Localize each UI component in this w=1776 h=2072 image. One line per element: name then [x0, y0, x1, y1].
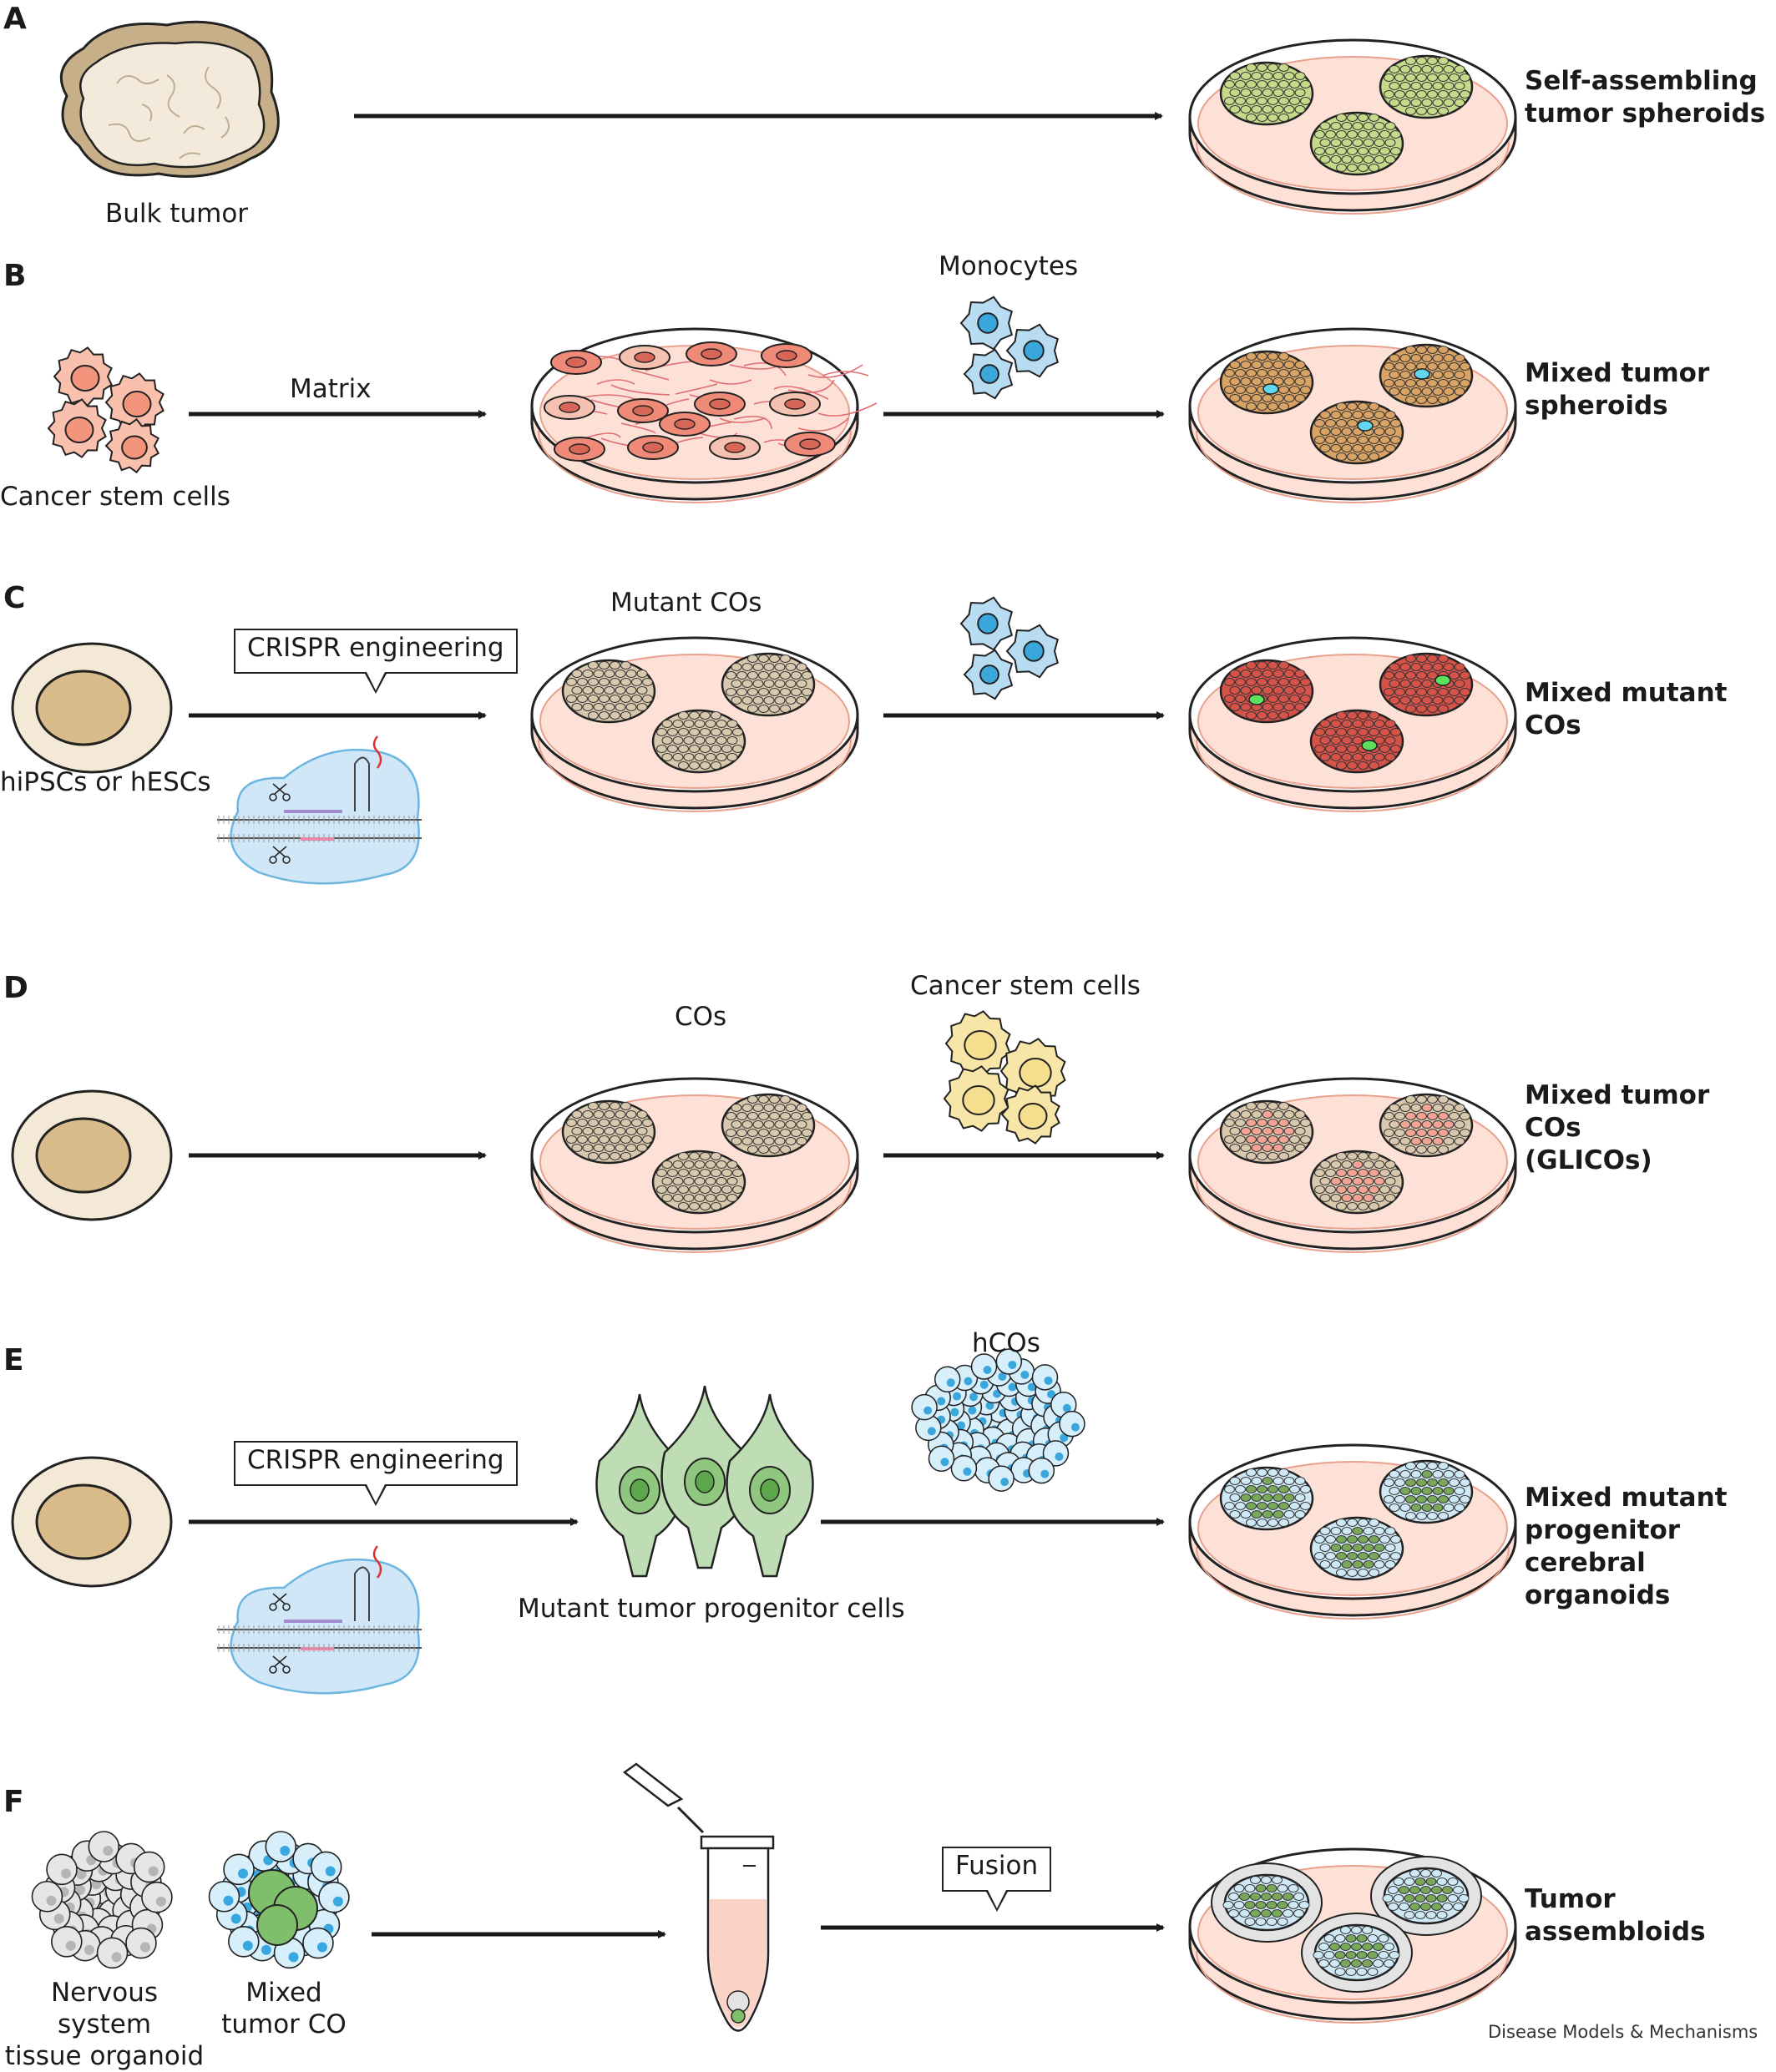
result-self-assembling-spheroids: Self-assembling tumor spheroids	[1525, 66, 1766, 129]
result-mixed-mutant-progenitor-organoids: Mixed mutant progenitor cerebral organoi…	[1525, 1483, 1728, 1610]
result-glicos: Mixed tumor COs (GLICOs)	[1525, 1080, 1710, 1175]
label-hipscs-or-hescs: hiPSCs or hESCs	[0, 767, 211, 797]
stem-cell-e	[11, 1456, 173, 1588]
organoid	[1309, 1516, 1404, 1581]
label-nervous-system-organoid: Nervous system tissue organoid	[4, 1978, 205, 2071]
mixed-tumor-co	[208, 1831, 350, 1969]
organoid	[721, 1093, 816, 1158]
dish-matrix-cells	[530, 327, 878, 503]
organoid	[1379, 54, 1474, 119]
panel-letter-d: D	[3, 971, 28, 1005]
illustrations	[11, 20, 1517, 2032]
panel-letter-f: F	[3, 1785, 24, 1819]
cancer-stem-cell-cluster	[47, 346, 164, 474]
crispr-graphic-c	[217, 735, 422, 885]
fusion-tube	[622, 1762, 775, 2032]
dish-cos	[530, 1077, 859, 1253]
dish-glicos	[1188, 1077, 1517, 1253]
organoid	[1379, 343, 1474, 408]
dish-tumor-assembloids	[1188, 1847, 1517, 2024]
organoid	[561, 1099, 656, 1165]
panel-letter-e: E	[3, 1343, 24, 1377]
process-arrows	[189, 112, 1165, 1938]
organoid	[1309, 111, 1404, 176]
mutant-tumor-progenitor-cells	[595, 1385, 814, 1578]
panel-letter-c: C	[3, 581, 26, 615]
crispr-graphic-e	[217, 1545, 422, 1695]
cancer-stem-cell-cluster-d	[943, 1010, 1066, 1145]
label-matrix: Matrix	[290, 374, 372, 404]
dish-mixed-tumor-spheroids	[1188, 327, 1517, 503]
organoid	[1222, 1873, 1310, 1932]
label-mutant-cos: Mutant COs	[610, 588, 762, 618]
label-cancer-stem-cells: Cancer stem cells	[0, 482, 230, 512]
dish-self-assembling-spheroids	[1188, 38, 1517, 215]
dish-mixed-mutant-progenitor	[1188, 1443, 1517, 1620]
label-mixed-tumor-co: Mixed tumor CO	[221, 1978, 347, 2039]
monocyte-cluster-b	[959, 296, 1059, 400]
organoid	[1313, 1923, 1400, 1982]
callout-crispr-engineering-e: CRISPR engineering	[234, 1441, 518, 1506]
organoid	[651, 1150, 746, 1215]
panel-letter-b: B	[3, 259, 27, 293]
organoid	[1219, 350, 1314, 415]
organoid	[651, 709, 746, 774]
dish-mixed-mutant-cos	[1188, 636, 1517, 812]
label-cos: COs	[675, 1002, 727, 1032]
label-bulk-tumor: Bulk tumor	[105, 199, 249, 229]
callout-fusion: Fusion	[942, 1847, 1052, 1912]
label-mutant-tumor-progenitor-cells: Mutant tumor progenitor cells	[518, 1594, 905, 1624]
result-tumor-assembloids: Tumor assembloids	[1525, 1884, 1706, 1947]
result-mixed-tumor-spheroids: Mixed tumor spheroids	[1525, 358, 1710, 421]
organoid	[1309, 1150, 1404, 1215]
hcos-cluster	[911, 1348, 1085, 1492]
organoid	[561, 659, 656, 724]
dish-mutant-cos	[530, 636, 859, 812]
nervous-system-organoid	[31, 1831, 173, 1969]
organoid	[1309, 709, 1404, 774]
monocyte-cluster-c	[959, 596, 1059, 700]
organoid	[1309, 400, 1404, 465]
organoid	[1379, 1459, 1474, 1524]
organoid	[721, 652, 816, 717]
organoid	[1219, 659, 1314, 724]
organoid	[1382, 1867, 1470, 1925]
label-cancer-stem-cells-d: Cancer stem cells	[910, 971, 1141, 1001]
journal-credit: Disease Models & Mechanisms	[1488, 2022, 1758, 2042]
organoid	[1219, 1466, 1314, 1531]
label-hcos: hCOs	[972, 1328, 1040, 1358]
organoid	[1379, 1093, 1474, 1158]
callout-crispr-engineering-c: CRISPR engineering	[234, 629, 518, 694]
organoid	[1379, 652, 1474, 717]
panel-letter-a: A	[3, 2, 27, 36]
label-monocytes: Monocytes	[939, 251, 1079, 281]
stem-cell-c	[11, 642, 173, 774]
result-mixed-mutant-cos: Mixed mutant COs	[1525, 678, 1728, 740]
organoid	[1219, 1099, 1314, 1165]
organoid	[1219, 61, 1314, 126]
bulk-tumor-illustration	[59, 20, 280, 178]
stem-cell-d	[11, 1089, 173, 1221]
